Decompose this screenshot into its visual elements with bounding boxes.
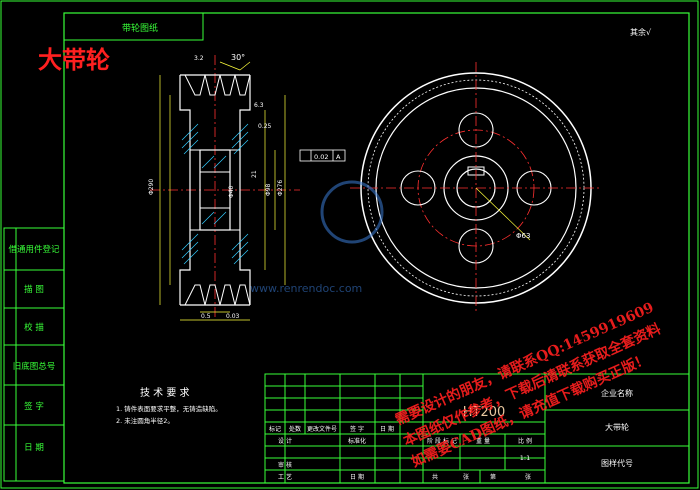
tb-company: 企业名称: [601, 388, 633, 398]
drawing-title-red: 大带轮: [38, 45, 110, 74]
tolerance-value: 0.02: [314, 153, 328, 161]
tb-scale-label: 比 例: [518, 437, 532, 445]
strip-label-4: 旧底图总号: [13, 361, 56, 372]
strip-label-2: 描 图: [24, 284, 44, 295]
datum-letter: A: [336, 153, 341, 161]
tech-req-item-1: 1. 铸件表面要求平整，无铸造缺陷。: [116, 404, 222, 413]
tb-row-4: 工 艺: [278, 473, 292, 481]
dim-label-4: Φ40: [228, 185, 235, 198]
material: HT200: [463, 405, 506, 420]
dim-label-7: 21: [251, 170, 258, 178]
tb-footer-3: 第: [490, 473, 496, 481]
tb-header-2: 处数: [289, 425, 301, 433]
dim-label-10: 0.03: [226, 313, 240, 320]
tb-date: 日 期: [350, 473, 364, 481]
strip-label-3: 校 描: [24, 322, 44, 333]
tb-weight: 重 量: [476, 437, 490, 445]
tb-drawing-code: 图样代号: [601, 458, 633, 468]
tech-req-title: 技 术 要 求: [140, 386, 190, 399]
tb-scale-value: 1:1: [520, 454, 530, 462]
tb-footer-1: 共: [432, 473, 438, 481]
dim-label-1: 3.2: [194, 55, 204, 62]
section-view: 30° 3.2 6.3 Φ290 Φ40 Φ98 Φ276 21 0.25 0.…: [148, 53, 300, 321]
tolerance-frame: 0.02 A: [299, 149, 346, 162]
tb-header-3: 更改文件号: [307, 425, 337, 433]
strip-label-1: 借通用件登记: [8, 244, 60, 255]
tech-req-item-2: 2. 未注圆角半径2。: [116, 416, 174, 425]
dim-label-5: Φ98: [265, 183, 272, 196]
title-block: HT200 标记 处数 更改文件号 签 字 日 期 设 计 标准化 审 核 工 …: [264, 373, 690, 484]
dim-angle: 30°: [231, 53, 245, 62]
tb-header-4: 签 字: [350, 425, 364, 433]
left-strip: 借通用件登记 描 图 校 描 旧底图总号 签 字 日 期: [3, 227, 65, 482]
dim-label-9: 0.5: [201, 313, 211, 320]
logo-url: www.renrendoc.com: [250, 282, 362, 295]
code-box-text: 带轮图纸: [122, 22, 158, 34]
tb-row-3: 审 核: [278, 461, 292, 469]
front-view: Φ63: [350, 62, 602, 314]
dim-label-2: 6.3: [254, 102, 264, 109]
dim-label-8: 0.25: [258, 123, 272, 130]
tb-stage: 阶 段 标 记: [427, 437, 457, 445]
tb-row-2: 标准化: [348, 437, 366, 445]
strip-label-6: 日 期: [24, 443, 44, 453]
dim-d1: Φ63: [516, 232, 530, 240]
tb-part-name: 大带轮: [605, 422, 629, 432]
code-box: [63, 12, 204, 41]
strip-label-5: 签 字: [24, 401, 44, 412]
surface-note: 其余√: [630, 27, 652, 37]
tb-footer-2: 张: [463, 473, 469, 481]
dim-label-6: Φ276: [277, 180, 284, 196]
dim-label-3: Φ290: [148, 179, 155, 195]
tb-row-1: 设 计: [278, 437, 292, 445]
tb-header-5: 日 期: [380, 425, 394, 433]
tb-header-1: 标记: [269, 425, 281, 433]
watermark-logo: www.renrendoc.com: [250, 180, 384, 295]
tb-footer-4: 张: [525, 473, 531, 481]
